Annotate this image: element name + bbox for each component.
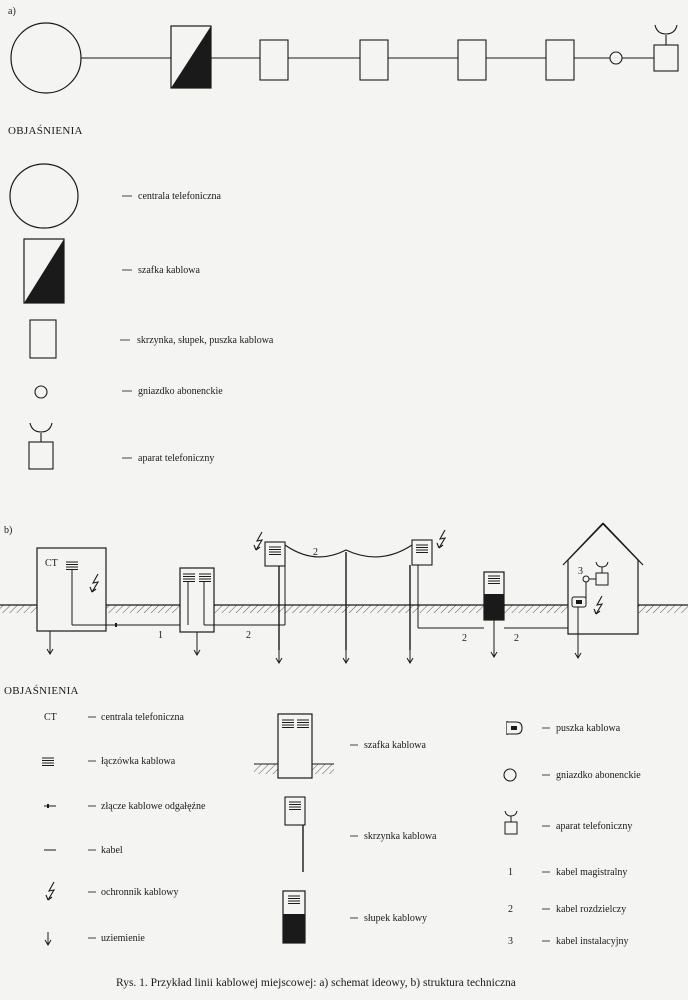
cabinet-symbol	[170, 25, 212, 89]
exchange-symbol	[10, 22, 82, 94]
subscriber-house: 3	[562, 522, 644, 659]
post-legend-icon	[282, 890, 306, 944]
cable-box-legend-icon	[506, 721, 523, 735]
cable-post	[483, 571, 505, 658]
legend-ct-symbol: CT	[44, 712, 57, 723]
legend-exchange-icon	[9, 163, 79, 229]
legend-b-heading: OBJAŚNIENIA	[4, 685, 79, 697]
box-symbol	[545, 39, 575, 81]
part-a-label: a)	[8, 6, 16, 17]
overhead-cable	[284, 544, 413, 558]
legend-cable1-symbol: 1	[508, 867, 513, 878]
legend-b-cable-text: kabel	[101, 845, 123, 856]
legend-a-socket-text: gniazdko abonenckie	[138, 386, 223, 397]
legend-b-ground-text: uziemienie	[101, 933, 145, 944]
legend-socket-icon	[34, 385, 48, 399]
pole-with-cable-box-2	[406, 529, 446, 664]
cable-cabinet	[179, 567, 215, 656]
legend-b-phone-text: aparat telefoniczny	[556, 821, 632, 832]
legend-b-box-text: skrzynka kablowa	[364, 831, 437, 842]
cable-label-2b: 2	[462, 633, 467, 644]
legend-box-icon	[29, 319, 57, 359]
support-pole	[342, 552, 350, 664]
legend-cable2-symbol: 2	[508, 904, 513, 915]
box-symbol	[259, 39, 289, 81]
ground-icon	[46, 640, 54, 655]
legend-a-box-text: skrzynka, słupek, puszka kablowa	[137, 335, 274, 346]
legend-b-socket-text: gniazdko abonenckie	[556, 770, 641, 781]
legend-b-terminal-text: łączówka kablowa	[101, 756, 176, 767]
legend-phone-icon	[28, 422, 54, 470]
socket-legend-icon	[503, 768, 517, 782]
box-legend-icon	[284, 796, 306, 872]
pole-with-cable-box	[253, 531, 286, 664]
legend-b-ct-text: centrala telefoniczna	[101, 712, 185, 723]
legend-a-cabinet-text: szafka kablowa	[138, 265, 200, 276]
cable-label-1: 1	[158, 630, 163, 641]
legend-a: OBJAŚNIENIA centrala telefoniczna szafka…	[8, 125, 274, 470]
legend-b-post-text: słupek kablowy	[364, 913, 427, 924]
terminal-block-icon	[41, 757, 55, 766]
phone-legend-icon	[504, 810, 518, 835]
box-symbol	[457, 39, 487, 81]
legend-b-cable1-text: kabel magistralny	[556, 867, 627, 878]
legend-a-exchange-text: centrala telefoniczna	[138, 191, 222, 202]
phone-symbol	[653, 24, 679, 72]
technical-structure-diagram: b) CT 1 2	[0, 522, 688, 664]
legend-b-cable3-text: kabel instalacyjny	[556, 936, 628, 947]
legend-b-cable2-text: kabel rozdzielczy	[556, 904, 626, 915]
legend-b-cablebox-text: puszka kablowa	[556, 723, 621, 734]
cable-label-2: 2	[246, 630, 251, 641]
legend-cable3-symbol: 3	[508, 936, 513, 947]
legend-b-protector-text: ochronnik kablowy	[101, 887, 179, 898]
protector-legend-icon	[45, 881, 55, 901]
figure-caption: Rys. 1. Przykład linii kablowej miejscow…	[116, 977, 516, 989]
ground-surface	[0, 605, 688, 613]
overhead-cable-label: 2	[313, 547, 318, 558]
part-b-label: b)	[4, 525, 12, 536]
legend-a-heading: OBJAŚNIENIA	[8, 125, 83, 137]
ground-legend-icon	[44, 931, 52, 946]
legend-b-cabinet-text: szafka kablowa	[364, 740, 426, 751]
legend-cabinet-icon	[23, 238, 65, 304]
cable-label-2c: 2	[514, 633, 519, 644]
legend-b-joint-text: złącze kablowe odgałęźne	[101, 801, 206, 812]
socket-symbol	[609, 51, 623, 65]
house-cable-label: 3	[578, 566, 583, 577]
schematic-diagram: a)	[8, 6, 679, 94]
legend-a-phone-text: aparat telefoniczny	[138, 453, 214, 464]
exchange-building: CT	[36, 547, 107, 655]
box-symbol	[359, 39, 389, 81]
cabinet-legend-icon	[254, 713, 334, 779]
branch-joint-legend-icon	[44, 804, 56, 808]
legend-b: OBJAŚNIENIA CT centrala telefoniczna łąc…	[4, 685, 641, 947]
ct-label: CT	[45, 558, 58, 569]
